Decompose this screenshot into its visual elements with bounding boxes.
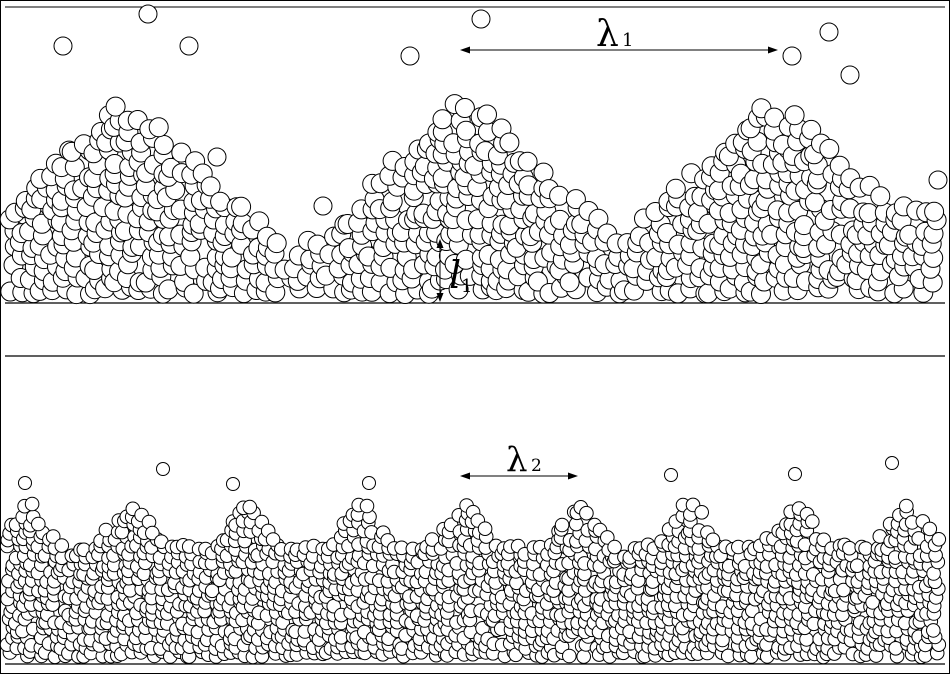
panel-top: λ 1 l 1 [0,4,948,357]
particle [517,151,538,172]
particle [885,456,899,470]
top-particle-bed [0,4,948,305]
arrowhead-right-icon [568,472,578,480]
particle [784,105,805,126]
particle [432,109,453,130]
particle [499,132,520,153]
particle [362,476,376,490]
arrowhead-right-icon [768,46,778,54]
particle [870,186,891,207]
particle [456,120,476,141]
particle [840,65,860,85]
particle [665,178,686,199]
particle [782,46,802,66]
particle [819,138,840,159]
particle [607,539,622,555]
particle [471,9,491,29]
particle [148,117,169,138]
particle [54,538,70,553]
particle [24,496,40,512]
particle [454,98,475,118]
particle [928,170,948,190]
particle [694,505,710,520]
particle [359,498,375,514]
particle [764,107,785,128]
wavelength-2-symbol: λ [506,440,528,480]
particle [554,517,570,533]
particle [926,623,941,638]
height-1-annotation: l 1 [436,239,472,302]
panel-bottom: λ 2 [0,440,947,665]
wavelength-1-annotation: λ 1 [460,14,778,55]
particle [849,558,865,574]
particle [179,36,199,56]
particle [207,147,227,167]
particle [705,532,721,548]
particle [836,582,851,598]
wavelength-1-subscript: 1 [622,30,633,51]
particle [105,96,126,117]
particle [588,208,609,229]
particle [559,272,580,293]
particle [562,648,577,664]
particle [477,521,493,537]
particle [801,119,822,140]
arrowhead-down-icon [436,293,444,302]
wavelength-2-annotation: λ 2 [460,440,578,480]
bottom-particle-bed [0,456,947,665]
particle [819,22,839,42]
particle [565,189,586,210]
arrowhead-up-icon [436,239,444,248]
particle [744,649,759,664]
particle [266,233,287,254]
particle [313,196,333,216]
particle [18,476,32,490]
particle [226,477,240,491]
particle [549,185,570,206]
height-1-symbol: l [449,253,461,297]
particle [242,499,258,515]
particle [931,532,947,547]
particle [788,467,802,481]
particle [924,201,945,222]
wavelength-1-symbol: λ [596,14,619,55]
particle [153,135,174,155]
particle [45,529,61,544]
particle [53,36,73,56]
particle [477,104,497,125]
particle [600,530,615,545]
particle [265,532,281,547]
arrowhead-left-icon [460,472,470,480]
arrowhead-left-icon [460,46,470,54]
particle [576,649,592,664]
particle [200,176,221,197]
particle [805,514,820,529]
particle [400,46,420,66]
particle [579,505,594,521]
particle [138,4,158,24]
particle [842,540,857,556]
wavelength-2-subscript: 2 [531,456,542,476]
particle [183,283,204,304]
height-1-subscript: 1 [461,276,472,297]
particle [31,516,46,532]
particle [922,521,938,537]
particle [145,525,160,541]
particle [664,468,678,482]
particle [231,196,252,217]
particle [899,498,914,514]
particle [156,462,170,476]
